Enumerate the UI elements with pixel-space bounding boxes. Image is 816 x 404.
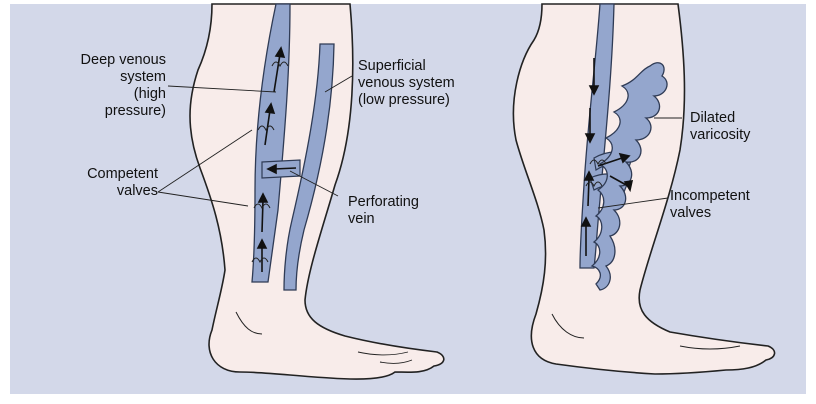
label-competent-valves: Competent valves bbox=[24, 166, 158, 200]
label-line: system bbox=[30, 69, 166, 86]
label-line: valves bbox=[670, 205, 750, 222]
label-line: (high bbox=[30, 86, 166, 103]
label-dilated-varicosity: Dilated varicosity bbox=[690, 110, 750, 144]
label-line: Incompetent bbox=[670, 188, 750, 205]
label-superficial-venous-system: Superficial venous system (low pressure) bbox=[358, 58, 455, 109]
label-perforating-vein: Perforating vein bbox=[348, 194, 419, 228]
label-deep-venous-system: Deep venous system (high pressure) bbox=[30, 52, 166, 120]
label-line: vein bbox=[348, 211, 419, 228]
label-line: pressure) bbox=[30, 103, 166, 120]
label-line: varicosity bbox=[690, 127, 750, 144]
label-line: Deep venous bbox=[30, 52, 166, 69]
label-incompetent-valves: Incompetent valves bbox=[670, 188, 750, 222]
label-line: venous system bbox=[358, 75, 455, 92]
label-line: Superficial bbox=[358, 58, 455, 75]
label-line: Competent bbox=[24, 166, 158, 183]
label-line: valves bbox=[24, 183, 158, 200]
label-line: (low pressure) bbox=[358, 92, 455, 109]
label-line: Perforating bbox=[348, 194, 419, 211]
label-line: Dilated bbox=[690, 110, 750, 127]
